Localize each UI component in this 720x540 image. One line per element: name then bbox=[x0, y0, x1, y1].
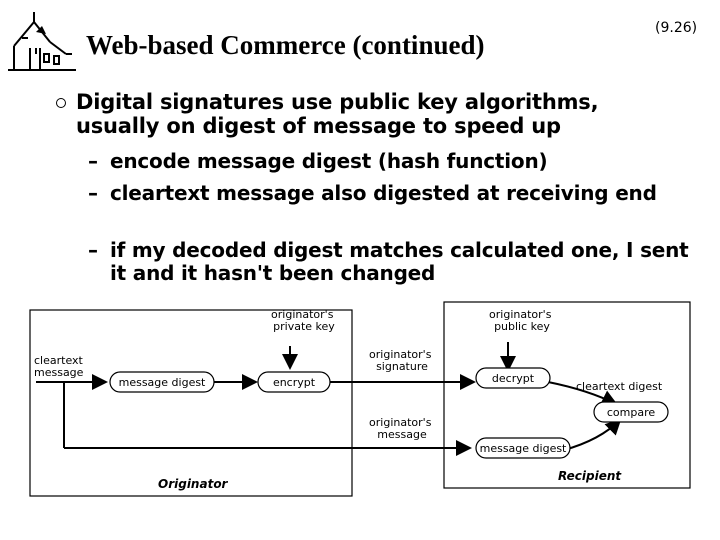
main-bullet-line-1: Digital signatures use public key algori… bbox=[76, 90, 599, 114]
encrypt-box bbox=[257, 371, 331, 393]
message-digest-box bbox=[109, 371, 215, 393]
digital-signature-diagram: message digest encrypt decrypt compare m… bbox=[29, 301, 691, 497]
compare-label: compare bbox=[607, 406, 655, 419]
sub-bullet-text: cleartext message also digested at recei… bbox=[110, 181, 657, 205]
sub-bullet-3: – if my decoded digest matches calculate… bbox=[88, 239, 698, 285]
university-logo bbox=[8, 12, 76, 71]
originator-caption: Originator bbox=[158, 477, 229, 491]
originator-panel bbox=[29, 309, 353, 497]
sub-bullet-text: encode message digest (hash function) bbox=[110, 149, 548, 173]
originator-public-key-label: originator's public key bbox=[489, 308, 555, 333]
recipient-message-digest-label: message digest bbox=[480, 442, 567, 455]
dash-icon: – bbox=[88, 149, 98, 173]
compare-box bbox=[593, 401, 669, 423]
main-bullet-line-2: usually on digest of message to speed up bbox=[76, 114, 561, 138]
sub-bullet-2: – cleartext message also digested at rec… bbox=[88, 182, 698, 205]
originator-private-key-label: originator's private key bbox=[271, 308, 337, 333]
recipient-caption: Recipient bbox=[558, 469, 622, 483]
originator-signature-label: originator's signature bbox=[369, 348, 435, 373]
recipient-message-digest-box bbox=[475, 437, 571, 459]
cleartext-message-label: cleartext message bbox=[34, 354, 86, 379]
cleartext-digest-label: cleartext digest bbox=[576, 380, 663, 393]
slide-number: (9.26) bbox=[655, 20, 698, 36]
dash-icon: – bbox=[88, 238, 98, 262]
dash-icon: – bbox=[88, 181, 98, 205]
main-bullet: Digital signatures use public key algori… bbox=[76, 90, 706, 138]
sub-bullet-1: – encode message digest (hash function) bbox=[88, 150, 698, 173]
message-digest-label: message digest bbox=[119, 376, 206, 389]
encrypt-label: encrypt bbox=[273, 376, 316, 389]
recipient-panel bbox=[443, 301, 691, 489]
slide-title: Web-based Commerce (continued) bbox=[86, 30, 485, 60]
decrypt-box bbox=[475, 367, 551, 389]
decrypt-label: decrypt bbox=[492, 372, 535, 385]
bullet-icon bbox=[56, 98, 66, 108]
originator-message-label: originator's message bbox=[369, 416, 435, 441]
sub-bullet-text: if my decoded digest matches calculated … bbox=[110, 238, 689, 285]
